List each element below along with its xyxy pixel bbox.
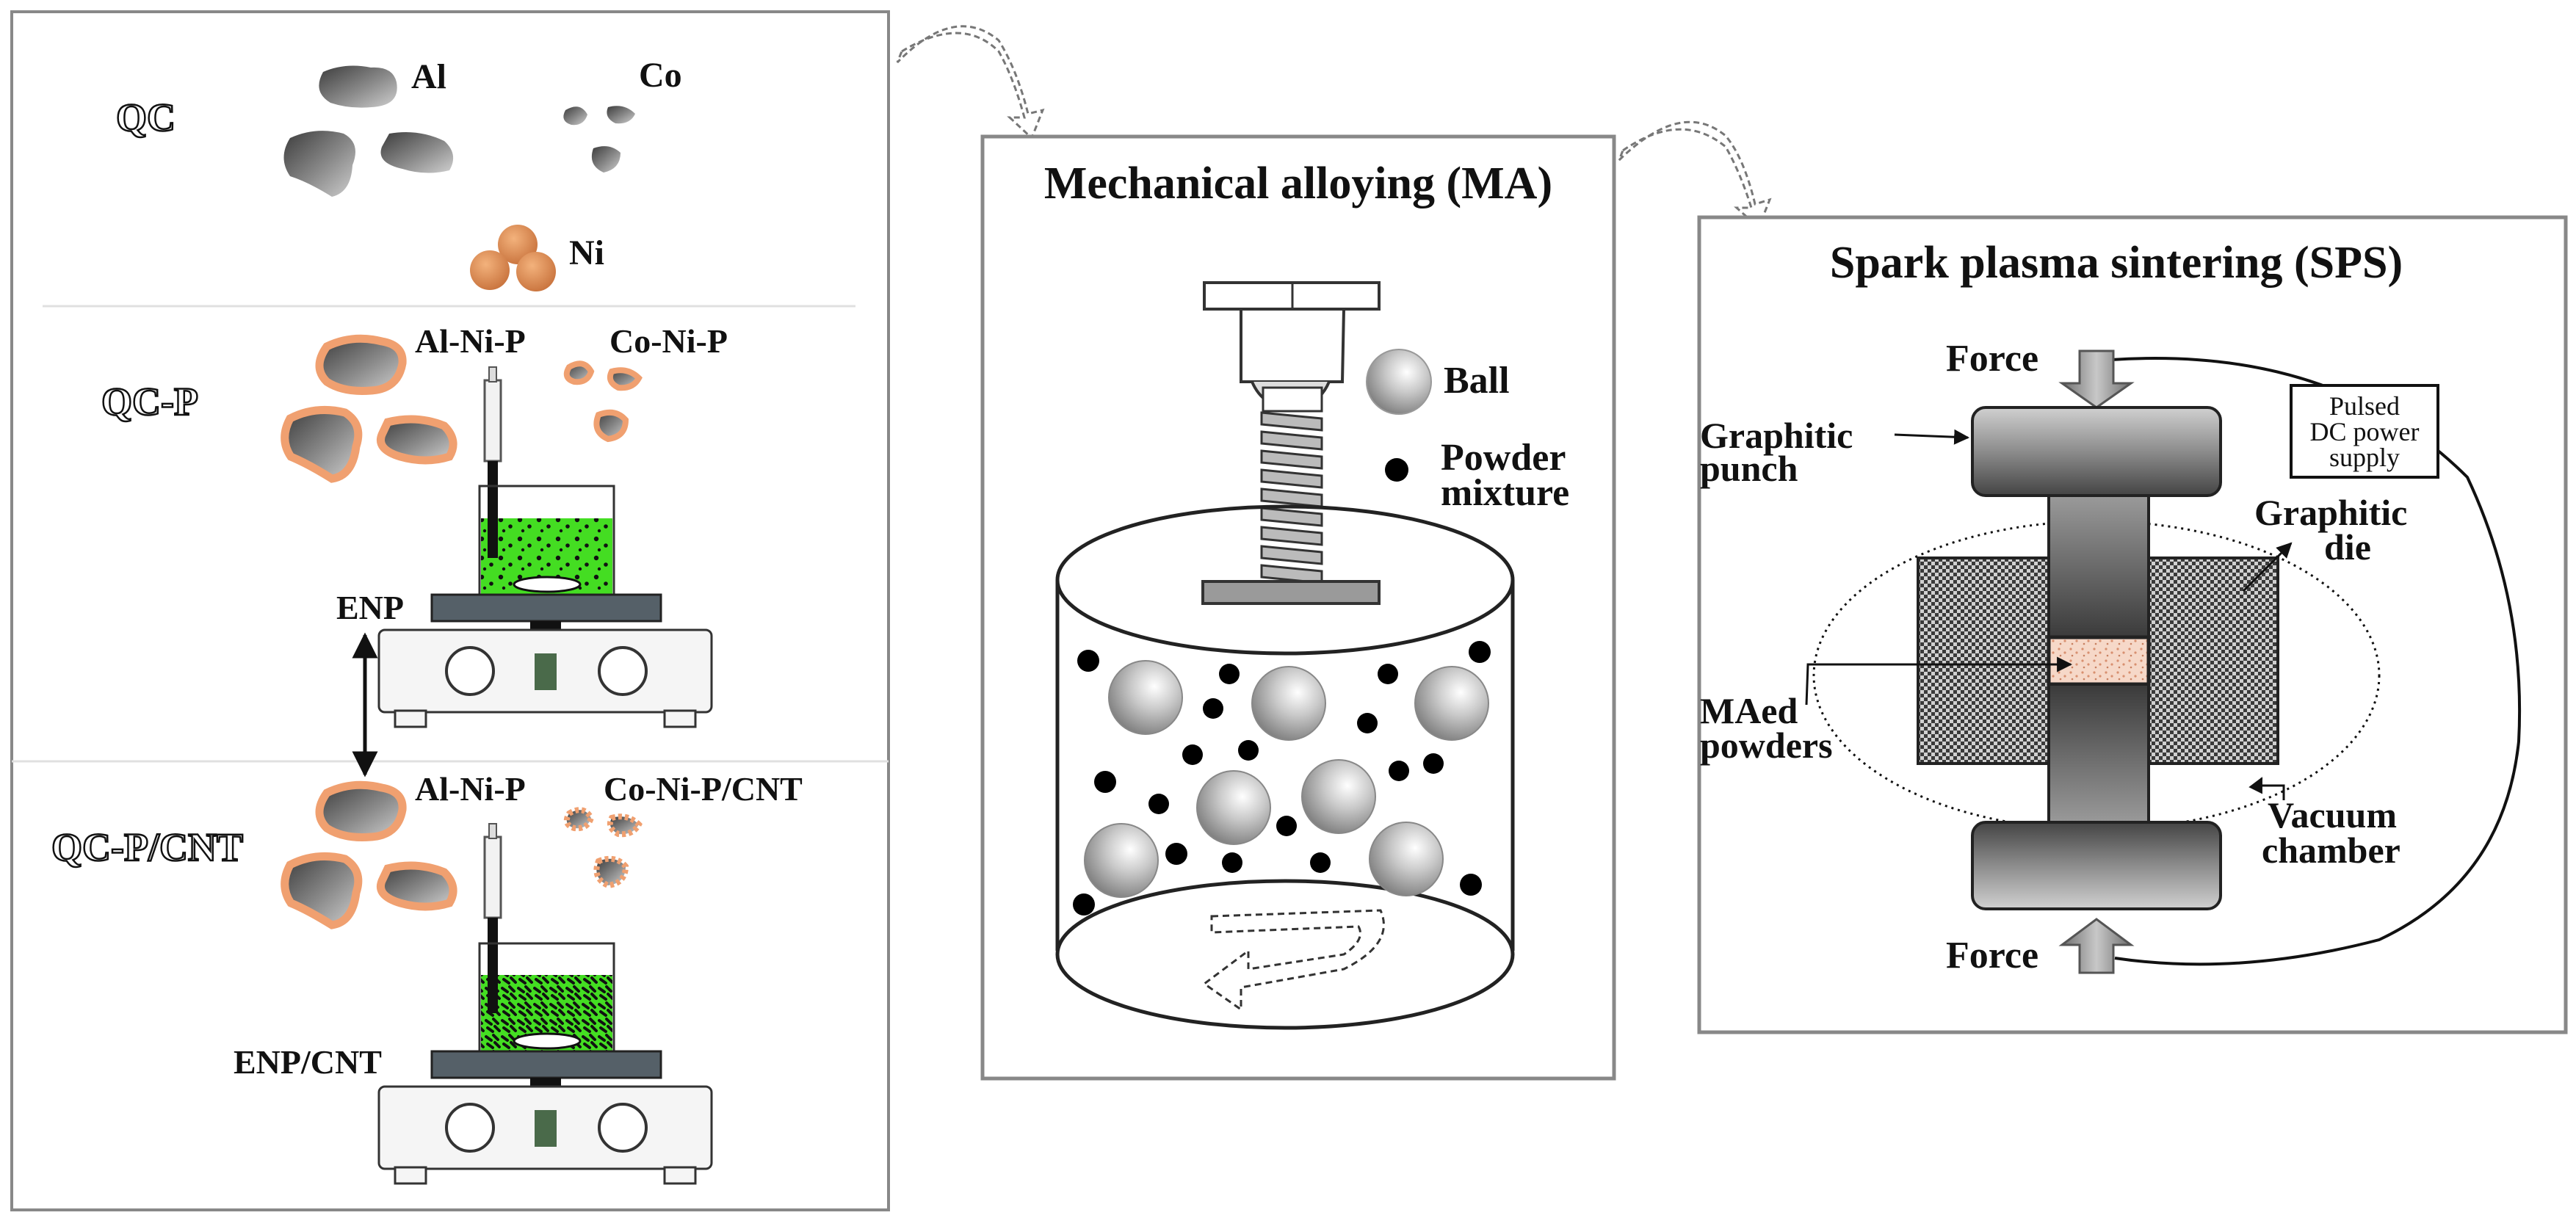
- top-punch-rod: [2047, 494, 2150, 640]
- bottom-punch-rod: [2047, 683, 2150, 825]
- maed-powder-compact: [2047, 635, 2151, 686]
- co-ni-p-particle-icon: [607, 367, 643, 391]
- die-pointer: [2242, 542, 2293, 592]
- mill-lid-icon: [1201, 281, 1381, 605]
- ma-panel: Mechanical alloying (MA) Ball: [980, 134, 1616, 1081]
- milling-vial-icon: [1055, 504, 1515, 1030]
- al-ni-p-particle-icon: [377, 415, 457, 465]
- co-particle-icon: [591, 146, 621, 173]
- enp-cnt-hotplate-icon: [377, 1050, 713, 1185]
- left-panel: QC Al Co Ni QC-P Al-Ni-P Co-Ni-P: [10, 10, 890, 1211]
- al-label: Al: [411, 57, 446, 96]
- vacuum-label-line1: Vacuum: [2268, 794, 2397, 835]
- al-ni-p-particle-icon: [315, 334, 407, 395]
- maed-pointer: [1805, 656, 2073, 706]
- co-ni-p-cnt-particle-icon: [593, 855, 629, 889]
- co-ni-p-cnt-label: Co-Ni-P/CNT: [604, 770, 803, 808]
- punch-pointer: [1894, 429, 1970, 445]
- maed-label-line2: powders: [1700, 725, 1833, 766]
- co-label: Co: [639, 56, 682, 95]
- al-particle-icon: [319, 65, 397, 108]
- force-up-arrow-icon: [2058, 918, 2135, 974]
- co-ni-p-label: Co-Ni-P: [609, 322, 728, 360]
- co-particle-icon: [563, 106, 587, 126]
- powder-label-line2: mixture: [1441, 472, 1569, 514]
- qcpcnt-section: QC-P/CNT Al-Ni-P Co-Ni-P/CNT: [51, 770, 803, 1185]
- ni-label: Ni: [569, 233, 604, 272]
- ball-label: Ball: [1444, 360, 1510, 402]
- power-label-line3: supply: [2329, 443, 2400, 472]
- qcp-section: QC-P Al-Ni-P Co-Ni-P: [101, 322, 728, 728]
- milling-balls: [1084, 660, 1489, 898]
- flow-arrow-icon: [896, 25, 1045, 140]
- al-ni-p-particle-icon: [281, 852, 363, 929]
- al-ni-p-particle-icon: [281, 405, 363, 483]
- qc-section: QC Al Co Ni: [115, 56, 682, 291]
- al-ni-p-particle-icon: [377, 861, 457, 911]
- power-label-line2: DC power: [2310, 417, 2420, 446]
- flow-arrow-icon: [1618, 120, 1772, 230]
- rotation-arrow-icon: [1202, 909, 1385, 1012]
- punch-label-line1: Graphitic: [1700, 415, 1853, 456]
- co-ni-p-particle-icon: [593, 409, 629, 443]
- die-label-line2: die: [2324, 526, 2371, 568]
- co-ni-p-particle-icon: [563, 360, 595, 385]
- powder-particles: [1073, 641, 1491, 916]
- force-top-label: Force: [1946, 338, 2038, 380]
- bottom-punch-icon: [1971, 821, 2222, 910]
- ni-particle-icon: [470, 250, 510, 290]
- qcp-label: QC-P: [101, 380, 198, 424]
- co-ni-p-cnt-particle-icon: [563, 807, 595, 832]
- power-supply-box: [2290, 384, 2439, 479]
- qcpcnt-label: QC-P/CNT: [51, 825, 243, 869]
- enp-hotplate-icon: [377, 593, 713, 728]
- al-ni-p-label: Al-Ni-P: [415, 322, 526, 360]
- enp-beaker-icon: [478, 366, 615, 598]
- al-particle-icon: [380, 131, 454, 173]
- vacuum-label-line2: chamber: [2262, 830, 2400, 871]
- force-down-arrow-icon: [2058, 349, 2135, 409]
- enp-cnt-label: ENP/CNT: [234, 1043, 382, 1081]
- ni-particle-icon: [516, 252, 556, 291]
- co-particle-icon: [607, 106, 635, 124]
- vacuum-pointer: [2248, 777, 2285, 800]
- punch-label-line2: punch: [1700, 448, 1798, 489]
- maed-label-line1: MAed: [1700, 690, 1798, 731]
- sps-panel: Spark plasma sintering (SPS) Pulsed DC p…: [1697, 215, 2568, 1034]
- top-punch-icon: [1971, 406, 2222, 497]
- al-particle-icon: [283, 131, 355, 197]
- sps-title: Spark plasma sintering (SPS): [1830, 238, 2403, 288]
- ma-title: Mechanical alloying (MA): [1044, 159, 1552, 209]
- qc-label: QC: [116, 95, 176, 139]
- enp-label: ENP: [336, 589, 404, 626]
- al-ni-p-particle-icon: [315, 780, 407, 841]
- ball-legend-icon: [1366, 349, 1432, 415]
- force-bottom-label: Force: [1946, 935, 2038, 976]
- co-ni-p-cnt-particle-icon: [607, 813, 643, 838]
- al-ni-p-cnt-label: Al-Ni-P: [415, 770, 526, 808]
- powder-label-line1: Powder: [1441, 437, 1566, 479]
- powder-legend-icon: [1385, 458, 1408, 482]
- power-label-line1: Pulsed: [2329, 391, 2400, 421]
- die-label-line1: Graphitic: [2254, 492, 2407, 533]
